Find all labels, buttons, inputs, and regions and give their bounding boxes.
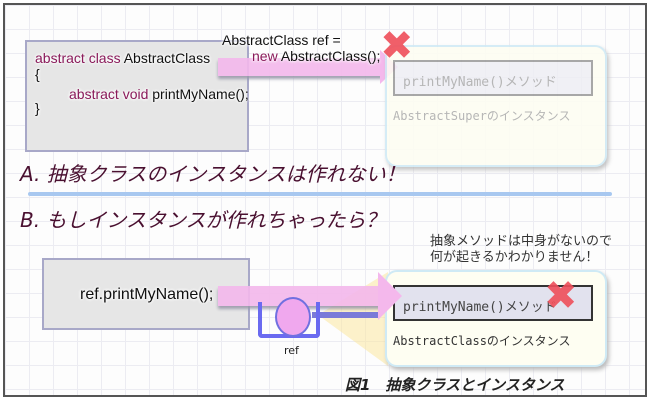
note-line-1: 抽象メソッドは中身がないので [430, 234, 613, 249]
call-code-box: ref.printMyName(); [42, 258, 250, 330]
method-call: ref.printMyName(); [80, 286, 214, 303]
note-line-2: 何が起きるかわかりません！ [430, 250, 599, 265]
instance-caption: AbstractSuperのインスタンス [393, 109, 571, 123]
code-open-brace: { [35, 66, 40, 82]
method-box: printMyName()メソッド [393, 285, 593, 321]
constructor-call: AbstractClass(); [280, 48, 381, 64]
code-keyword: abstract class [35, 50, 121, 66]
abstract-class-code-box: abstract class AbstractClass { abstract … [25, 40, 249, 152]
method-box: printMyName()メソッド [393, 60, 593, 96]
class-name: AbstractClass [123, 50, 211, 66]
code-keyword: abstract void [69, 86, 149, 102]
method-decl: printMyName(); [152, 86, 249, 102]
divider [28, 192, 612, 196]
cross-icon: ✖ [380, 23, 414, 69]
arrow-shaft [218, 286, 383, 306]
new-keyword: new [252, 48, 278, 64]
abstract-super-instance: printMyName()メソッド AbstractSuperのインスタンス [385, 45, 607, 167]
heading-b: B. もしインスタンスが作れちゃったら？ [20, 208, 386, 232]
variable-circle [275, 297, 311, 337]
arrow-shaft [218, 58, 383, 76]
heading-a: A. 抽象クラスのインスタンスは作れない！ [20, 162, 406, 186]
cross-icon: ✖ [544, 273, 578, 319]
note: 抽象メソッドは中身がないので 何が起きるかわかりません！ [430, 234, 612, 266]
abstract-class-instance: printMyName()メソッド AbstractClassのインスタンス [385, 270, 607, 367]
variable-label: ref [284, 344, 299, 357]
instance-caption: AbstractClassのインスタンス [393, 334, 571, 348]
arrow-head [378, 272, 402, 320]
figure-caption: 図1 抽象クラスとインスタンス [345, 376, 565, 394]
assign-line1: AbstractClass ref = [222, 32, 341, 48]
code-close-brace: } [35, 100, 40, 116]
